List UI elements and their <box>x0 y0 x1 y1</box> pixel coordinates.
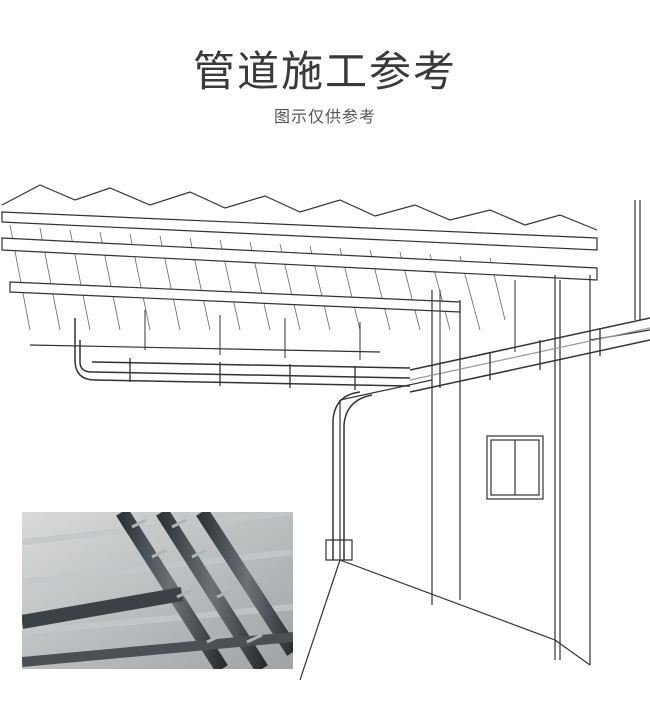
page-title: 管道施工参考 <box>192 47 457 96</box>
page-subtitle: 图示仅供参考 <box>273 107 376 126</box>
pipe-installation-drawing-icon <box>1 184 650 680</box>
pipe-installation-photo-icon <box>22 512 293 669</box>
